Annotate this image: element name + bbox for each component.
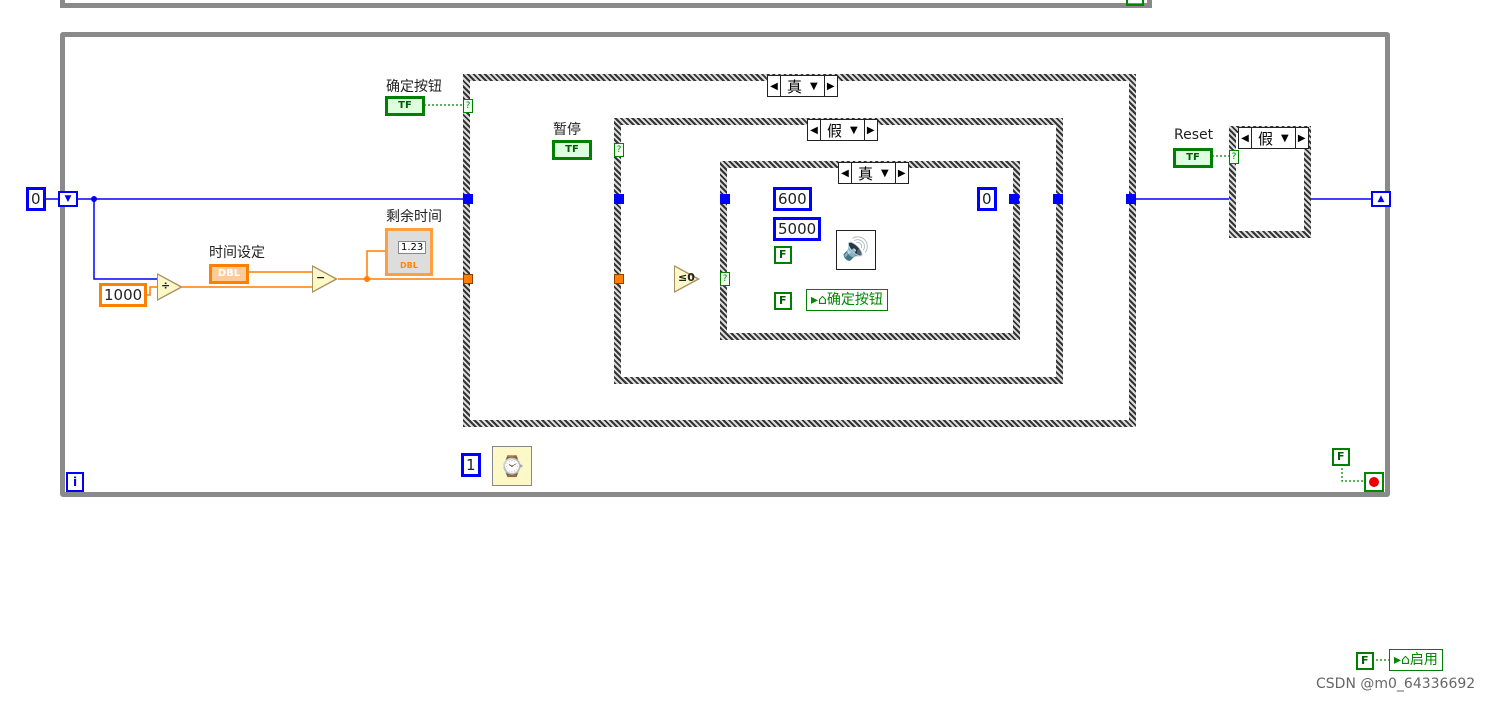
tunnel — [1126, 194, 1136, 204]
pause-label: 暂停 — [553, 122, 581, 138]
tunnel-orange — [463, 274, 473, 284]
shift-register-left[interactable]: ▼ — [58, 191, 78, 207]
beep-icon[interactable]: 🔊 — [836, 230, 876, 270]
indicator-display: 1.23 — [398, 241, 427, 254]
tunnel — [463, 194, 473, 204]
reset-terminal[interactable]: TF — [1173, 148, 1213, 168]
indicator-type: DBL — [400, 261, 418, 270]
tunnel — [720, 194, 730, 204]
reset-zero-constant[interactable]: 0 — [977, 187, 997, 211]
remaining-time-indicator[interactable]: 1.23 DBL — [385, 228, 433, 276]
case-selector-reset[interactable]: ◀假▼▶ — [1238, 127, 1309, 149]
divide-symbol: ÷ — [161, 279, 171, 292]
case-value: 假 — [1258, 129, 1274, 148]
case-value: 真 — [858, 164, 874, 183]
case-selector-inner[interactable]: ◀真▼▶ — [838, 162, 909, 184]
case-selector-middle[interactable]: ◀假▼▶ — [807, 119, 878, 141]
previous-loop-terminal — [1126, 0, 1144, 6]
case-selector-outer[interactable]: ◀真▼▶ — [767, 75, 838, 97]
wait-ms-constant[interactable]: 1 — [461, 453, 481, 477]
tunnel-orange — [614, 274, 624, 284]
beep-async-false-constant[interactable]: F — [774, 246, 792, 264]
confirm-false-constant[interactable]: F — [774, 292, 792, 310]
divide-node[interactable]: ÷ — [157, 273, 183, 301]
divisor-constant[interactable]: 1000 — [99, 283, 148, 307]
confirm-button-label: 确定按钮 — [386, 79, 442, 95]
beep-frequency-constant[interactable]: 600 — [773, 187, 812, 211]
le-zero-symbol: ≤0 — [678, 271, 695, 284]
property-label: 确定按钮 — [826, 292, 883, 308]
beep-duration-constant[interactable]: 5000 — [773, 217, 822, 241]
reset-label: Reset — [1174, 127, 1214, 143]
subtract-symbol: − — [316, 271, 326, 284]
remaining-time-label: 剩余时间 — [386, 209, 442, 225]
case-value: 假 — [827, 121, 843, 140]
tunnel — [1053, 194, 1063, 204]
time-setting-control[interactable]: DBL — [209, 264, 249, 284]
previous-loop-border — [60, 0, 1152, 8]
shift-register-init-constant[interactable]: 0 — [26, 187, 46, 211]
watermark: CSDN @m0_64336692 — [1316, 676, 1476, 692]
case-selector-terminal: ? — [720, 272, 730, 286]
property-label: 启用 — [1409, 652, 1438, 668]
wait-ms-icon[interactable]: ⌚ — [492, 446, 532, 486]
confirm-button-property-node[interactable]: ▸⌂确定按钮 — [806, 289, 888, 311]
case-selector-terminal: ? — [614, 143, 624, 157]
shift-register-right[interactable]: ▲ — [1371, 191, 1391, 207]
less-equal-zero-node[interactable]: ≤0 — [674, 265, 700, 293]
stop-false-constant[interactable]: F — [1332, 448, 1350, 466]
stop-terminal[interactable] — [1364, 472, 1384, 492]
case-value: 真 — [787, 77, 803, 96]
tunnel — [1009, 194, 1019, 204]
confirm-button-terminal[interactable]: TF — [385, 96, 425, 116]
pause-terminal[interactable]: TF — [552, 140, 592, 160]
tunnel — [614, 194, 624, 204]
subtract-node[interactable]: − — [312, 265, 338, 293]
enable-property-node[interactable]: ▸⌂启用 — [1389, 649, 1443, 671]
case-selector-terminal: ? — [463, 99, 473, 113]
case-selector-terminal: ? — [1229, 150, 1239, 164]
while-loop[interactable] — [60, 32, 1390, 497]
enable-false-constant[interactable]: F — [1356, 652, 1374, 670]
iteration-to-divide-wire — [93, 199, 157, 280]
time-setting-label: 时间设定 — [209, 245, 265, 261]
iteration-terminal: i — [66, 472, 84, 492]
